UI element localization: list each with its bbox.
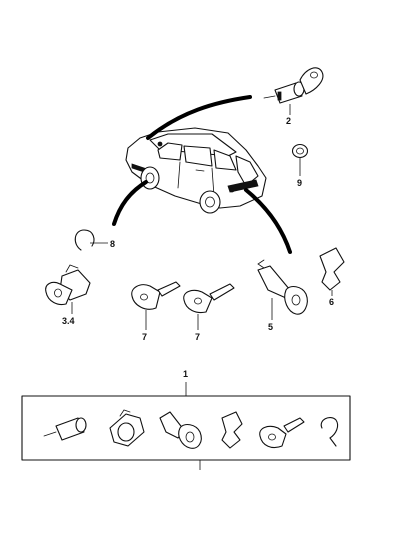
lock-set-kit (21, 382, 351, 470)
kit-ignition-cylinder (43, 417, 87, 441)
arc-to-ignition (146, 95, 252, 140)
callout-8: 8 (110, 239, 115, 249)
ignition-lock-cylinder (263, 67, 324, 115)
kit-key (259, 417, 305, 449)
callout-1: 1 (183, 369, 188, 379)
kit-clip (320, 417, 339, 447)
key-right (183, 283, 235, 330)
callout-7-left: 7 (142, 332, 147, 342)
callout-5: 5 (268, 322, 273, 332)
kit-hatch-cylinder (159, 411, 202, 449)
callout-9: 9 (297, 178, 302, 188)
hatch-lock-cylinder (257, 259, 308, 320)
callout-3-4: 3.4 (62, 316, 75, 326)
callout-7-right: 7 (195, 332, 200, 342)
callout-6: 6 (329, 297, 334, 307)
callout-2: 2 (286, 116, 291, 126)
arc-to-hatch-lock (244, 188, 292, 254)
arc-to-door-lock (112, 180, 148, 226)
key-left (131, 281, 181, 330)
kit-bracket (221, 411, 243, 449)
lock-ring (291, 143, 309, 176)
door-lock-cylinder (45, 264, 91, 314)
car-illustration (125, 127, 267, 214)
spring-clip (74, 229, 108, 251)
lock-bracket (319, 247, 345, 296)
kit-door-cylinder (109, 409, 145, 447)
